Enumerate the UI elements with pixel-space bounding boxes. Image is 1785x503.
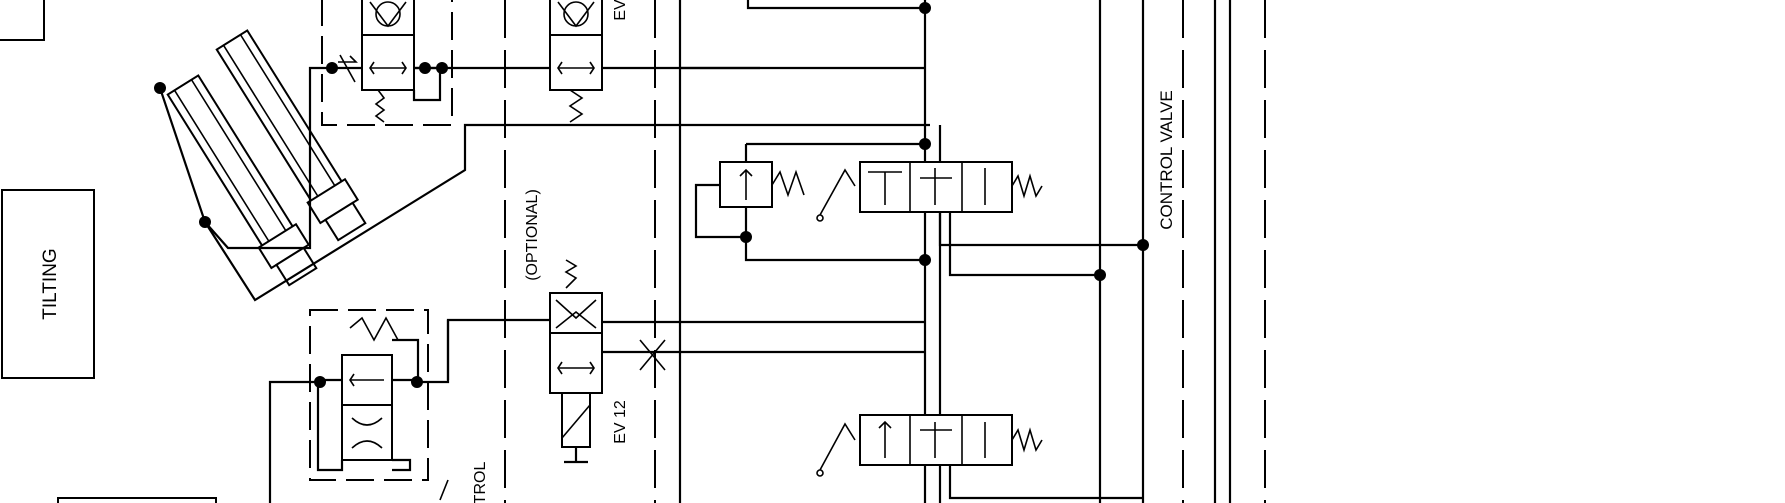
ev12-label: EV 12 xyxy=(612,400,629,444)
ev-upper-label: EV xyxy=(612,0,629,21)
ev12-valve: EV 12 xyxy=(549,259,629,464)
upper-directional-valve xyxy=(694,138,1149,281)
upper-valve-block xyxy=(321,0,453,126)
optional-label: (OPTIONAL) xyxy=(524,189,541,281)
bottom-left-box xyxy=(57,497,217,503)
lower-valve-block xyxy=(309,309,429,481)
top-left-box xyxy=(0,0,45,41)
ev-upper-valve: EV xyxy=(549,0,629,123)
trol-label: TROL xyxy=(472,462,489,503)
tilting-label: TILTING xyxy=(40,248,61,319)
control-valve-label: CONTROL VALVE xyxy=(1157,90,1176,230)
lower-directional-valve xyxy=(816,414,1143,500)
tilting-box: TILTING xyxy=(1,189,95,379)
